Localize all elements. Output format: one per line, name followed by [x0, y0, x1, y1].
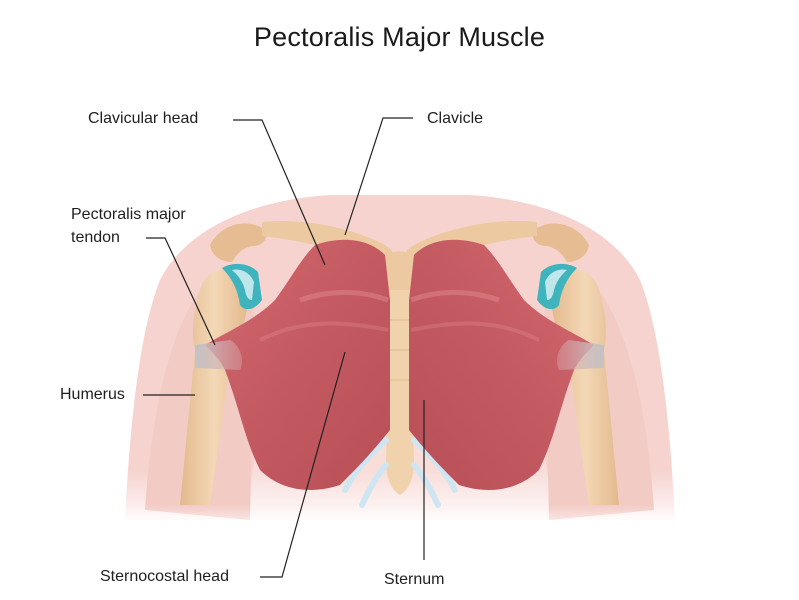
diagram-title: Pectoralis Major Muscle [253, 22, 546, 52]
rib-cartilage [342, 437, 458, 508]
label-pectoralis-tendon-line1: Pectoralis major [71, 206, 186, 223]
label-clavicle: Clavicle [427, 110, 484, 127]
leader-clavicular-head [233, 119, 326, 266]
label-humerus: Humerus [60, 386, 125, 403]
pectoralis-tendon-right [557, 340, 604, 370]
humerus-bone-right [551, 268, 619, 505]
sternum-bone [385, 251, 414, 495]
leader-clavicle [344, 117, 413, 236]
humerus-bone-left [180, 268, 248, 505]
label-sternum: Sternum [384, 571, 445, 588]
leader-lines [143, 117, 425, 578]
leader-sternocostal-head [260, 351, 346, 578]
pectoralis-tendon-left [195, 340, 242, 370]
pectoralis-major-left [195, 239, 390, 490]
label-pectoralis-tendon-line2: tendon [71, 229, 120, 246]
leader-pectoralis-tendon [146, 237, 216, 346]
label-clavicular-head: Clavicular head [88, 110, 199, 127]
label-sternocostal-head: Sternocostal head [100, 568, 229, 585]
pectoralis-major-right [409, 239, 604, 490]
